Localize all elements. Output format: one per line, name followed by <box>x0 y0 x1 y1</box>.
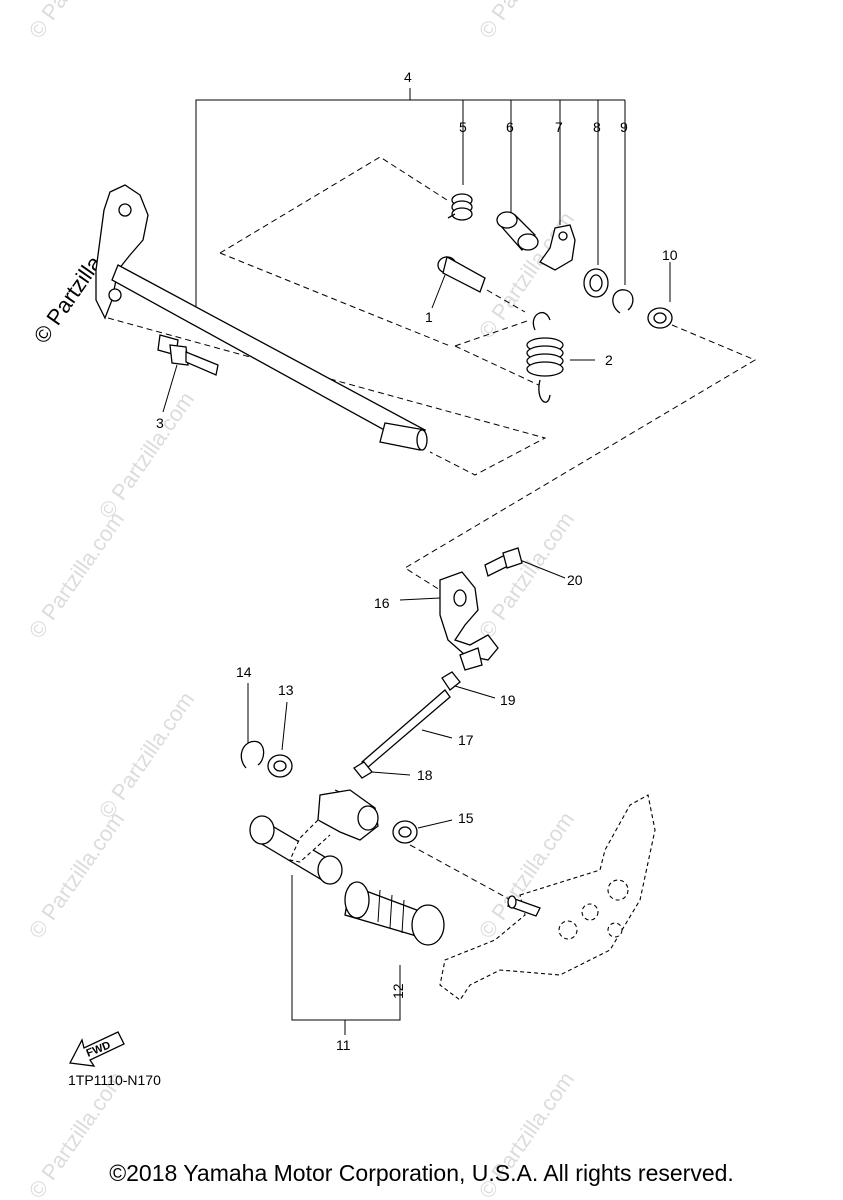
callout-7: 7 <box>555 119 563 135</box>
callout-8: 8 <box>593 119 601 135</box>
part-8-washer <box>583 268 609 298</box>
callout-19: 19 <box>500 692 516 708</box>
diagram-code: 1TP1110-N170 <box>68 1072 161 1088</box>
part-15-washer <box>392 820 418 844</box>
part-11-pedal <box>249 789 379 885</box>
callout-20: 20 <box>567 572 583 588</box>
callout-12: 12 <box>390 983 406 999</box>
callout-10: 10 <box>662 247 678 263</box>
part-19-nut <box>441 647 483 691</box>
part-6-roller <box>496 211 539 251</box>
callout-3: 3 <box>156 415 164 431</box>
callout-18: 18 <box>417 767 433 783</box>
copyright-notice: ©2018 Yamaha Motor Corporation, U.S.A. A… <box>109 1160 734 1186</box>
watermark: © Partzilla.com <box>24 507 130 643</box>
part-14-circlip <box>240 740 265 769</box>
part-7-lever <box>539 224 576 271</box>
callout-17: 17 <box>458 732 474 748</box>
callout-11: 11 <box>336 1037 351 1053</box>
watermark: © Partzilla.com <box>24 807 130 943</box>
callout-16: 16 <box>374 595 390 611</box>
callout-13: 13 <box>278 682 294 698</box>
watermark: © Partzilla.com <box>94 387 200 523</box>
footrest-bracket-outline <box>439 794 656 1001</box>
callout-15: 15 <box>458 810 474 826</box>
part-18-nut <box>353 761 373 779</box>
watermark: © Partzilla.com <box>24 0 130 43</box>
watermark: © Partzilla.com <box>94 687 200 823</box>
part-20-bolt <box>484 547 523 577</box>
part-16-arm <box>439 571 499 661</box>
callout-9: 9 <box>620 119 628 135</box>
fwd-arrow-icon: FWD <box>68 1031 125 1067</box>
part-9-circlip <box>612 289 634 314</box>
part-13-washer <box>267 754 293 778</box>
part-2-spring <box>526 311 564 403</box>
callout-2: 2 <box>605 352 613 368</box>
callout-14: 14 <box>236 664 252 680</box>
leader-lines <box>162 262 671 1035</box>
bracket-group-4 <box>195 88 626 310</box>
part-10-washer <box>647 307 673 329</box>
part-shift-shaft <box>95 184 428 451</box>
watermark: © Partzilla.com <box>474 0 580 43</box>
callout-labels: 1 2 3 4 5 6 7 8 9 10 11 12 13 14 15 16 1… <box>156 69 678 1053</box>
callout-1: 1 <box>425 309 433 325</box>
part-12-rubber <box>344 881 445 946</box>
callout-4: 4 <box>404 69 412 85</box>
part-5-spring <box>447 193 473 221</box>
assembly-guides <box>107 156 757 906</box>
part-17-rod <box>361 689 451 769</box>
part-3-bolt <box>157 334 219 376</box>
part-1-collar <box>437 256 486 293</box>
callout-6: 6 <box>506 119 514 135</box>
callout-5: 5 <box>459 119 467 135</box>
